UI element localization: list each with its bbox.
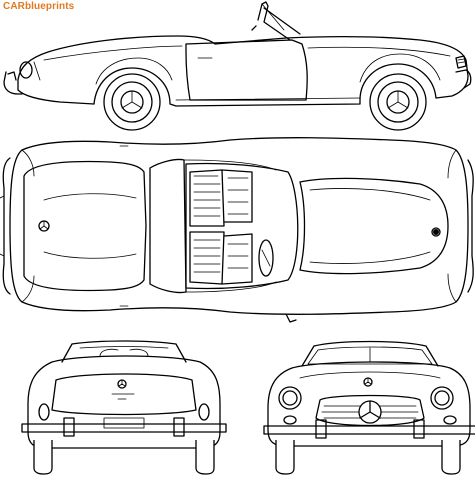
- top-seat-left: [189, 169, 253, 227]
- front-windshield: [301, 340, 439, 367]
- rear-taillight-left: [38, 403, 50, 421]
- front-view: [263, 340, 475, 475]
- front-grille: [315, 394, 425, 427]
- top-cockpit: [185, 162, 299, 290]
- side-windshield: [257, 1, 291, 41]
- rear-wheel-right: [195, 440, 215, 475]
- side-rear-wheel: [369, 73, 427, 131]
- top-steering-wheel: [258, 239, 274, 277]
- top-view: [0, 137, 474, 323]
- rear-windshield-frame: [61, 340, 187, 363]
- top-trunk-lid: [299, 177, 449, 275]
- top-windshield: [149, 158, 187, 294]
- brand-word-car: CAR: [3, 1, 25, 12]
- side-view: [3, 1, 472, 131]
- rear-taillight-right: [198, 403, 210, 421]
- brand-word-blueprints: blueprints: [24, 1, 75, 12]
- top-front-bumper: [2, 157, 11, 295]
- side-front-bumper: [3, 71, 23, 95]
- rear-body-outline: [27, 355, 221, 449]
- rear-view: [21, 340, 227, 475]
- top-hood: [23, 160, 147, 292]
- brand-logo: CARblueprints: [3, 1, 74, 12]
- front-bumper: [263, 425, 475, 435]
- front-wheel-left: [275, 440, 295, 475]
- rear-wheel-left: [33, 440, 53, 475]
- side-door: [185, 39, 308, 101]
- front-headlight-left: [278, 386, 302, 410]
- front-wheel-right: [441, 440, 461, 475]
- rear-trunk-lid: [51, 373, 197, 416]
- side-rear-bumper: [455, 69, 472, 89]
- side-body-outline: [17, 35, 469, 107]
- front-headlight-right: [430, 386, 454, 410]
- top-seat-right: [189, 231, 253, 285]
- rear-bumper: [21, 423, 227, 433]
- top-rear-bumper: [467, 159, 474, 293]
- side-front-wheel: [103, 73, 161, 131]
